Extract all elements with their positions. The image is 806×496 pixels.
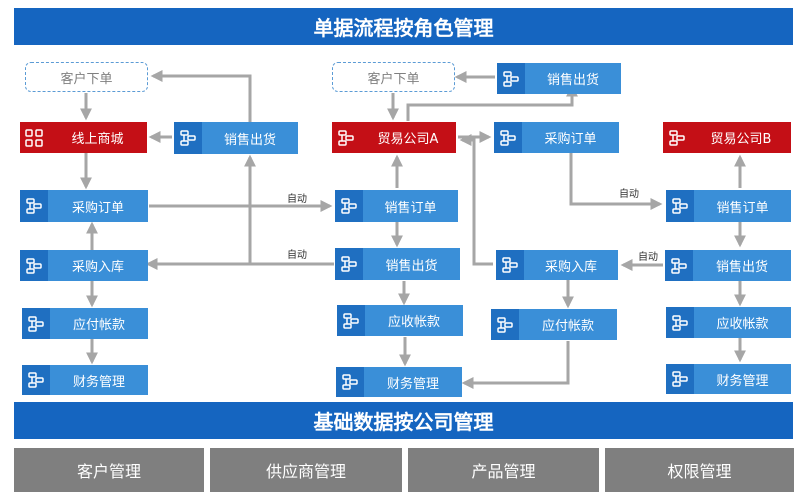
node-c1-purchase-in[interactable]: 采购入库: [20, 250, 148, 281]
node-label: 应收帐款: [365, 305, 463, 336]
bottom-banner: 基础数据按公司管理: [14, 402, 793, 439]
node-c2-sales-ship-top[interactable]: 销售出货: [497, 63, 621, 94]
flow-icon: [20, 190, 48, 222]
node-c3-purchase-order[interactable]: 采购订单: [494, 122, 619, 153]
node-label: 销售订单: [694, 190, 791, 222]
auto-label: 自动: [619, 189, 639, 200]
node-label: 财务管理: [694, 364, 791, 394]
node-label: 采购订单: [522, 122, 619, 153]
node-c3-payable[interactable]: 应付帐款: [491, 309, 617, 340]
node-c2-customer-order[interactable]: 客户下单: [332, 62, 455, 92]
flow-icon: [496, 250, 524, 280]
module-customer-management[interactable]: 客户管理: [14, 448, 204, 492]
node-c2-sales-ship[interactable]: 销售出货: [335, 248, 460, 280]
flow-icon: [336, 367, 364, 397]
node-label: 销售出货: [693, 250, 791, 281]
node-label: 财务管理: [364, 367, 462, 397]
arrow-c1-ship-to-order: [150, 70, 252, 124]
node-label: 销售出货: [202, 122, 298, 154]
arrow-a-to-top-ship: [406, 84, 578, 121]
node-c1-finance[interactable]: 财务管理: [22, 365, 148, 395]
flow-icon: [665, 250, 693, 281]
flow-icon: [494, 122, 522, 153]
flow-icon: [666, 190, 694, 222]
node-label: 采购入库: [48, 250, 148, 281]
auto-label: 自动: [287, 250, 307, 261]
flow-icon: [666, 307, 694, 338]
node-label: 财务管理: [50, 365, 148, 395]
top-banner: 单据流程按角色管理: [14, 8, 793, 45]
node-c3-purchase-in[interactable]: 采购入库: [496, 250, 618, 280]
flow-icon: [22, 308, 50, 339]
node-trading-company-a[interactable]: 贸易公司A: [332, 122, 456, 153]
module-product-management[interactable]: 产品管理: [408, 448, 599, 492]
flow-icon: [22, 365, 50, 395]
arrow-c3-payable-to-finance: [461, 341, 570, 389]
flow-icon: [20, 250, 48, 281]
node-label: 采购订单: [48, 190, 148, 222]
flow-icon: [497, 63, 525, 94]
flow-icon: [335, 190, 363, 222]
node-label: 采购入库: [524, 250, 618, 280]
flow-icon: [666, 364, 694, 394]
node-label: 应付帐款: [50, 308, 148, 339]
auto-label: 自动: [638, 252, 658, 263]
node-label: 线上商城: [48, 122, 147, 153]
flow-icon: [174, 122, 202, 154]
node-label: 销售订单: [363, 190, 458, 222]
node-label: 应付帐款: [519, 309, 617, 340]
node-c2-finance[interactable]: 财务管理: [336, 367, 462, 397]
node-c1-purchase-order[interactable]: 采购订单: [20, 190, 148, 222]
node-c4-sales-ship[interactable]: 销售出货: [665, 250, 791, 281]
node-trading-company-b[interactable]: 贸易公司B: [663, 122, 791, 153]
flow-icon: [337, 305, 365, 336]
grid-icon: [20, 122, 48, 153]
node-label: 贸易公司B: [691, 122, 791, 153]
node-c2-receivable[interactable]: 应收帐款: [337, 305, 463, 336]
node-label: 客户下单: [367, 71, 420, 87]
node-label: 销售出货: [363, 248, 460, 280]
flow-icon: [332, 122, 360, 153]
auto-label: 自动: [287, 194, 307, 205]
node-label: 客户下单: [60, 71, 113, 87]
node-c4-sales-order[interactable]: 销售订单: [666, 190, 791, 222]
flow-icon: [491, 309, 519, 340]
node-c1-online-mall[interactable]: 线上商城: [20, 122, 147, 153]
arrow-c3-purchase-to-salesorder: [569, 153, 663, 210]
node-c2-sales-order[interactable]: 销售订单: [335, 190, 458, 222]
module-supplier-management[interactable]: 供应商管理: [210, 448, 402, 492]
node-c4-receivable[interactable]: 应收帐款: [666, 307, 791, 338]
flow-icon: [663, 122, 691, 153]
node-c1-payable[interactable]: 应付帐款: [22, 308, 148, 339]
flow-icon: [335, 248, 363, 280]
arrow-c3in-to-a: [459, 134, 493, 266]
module-permission-management[interactable]: 权限管理: [605, 448, 794, 492]
node-c1-sales-ship[interactable]: 销售出货: [174, 122, 298, 154]
node-c1-customer-order[interactable]: 客户下单: [25, 62, 148, 92]
node-c4-finance[interactable]: 财务管理: [666, 364, 791, 394]
node-label: 销售出货: [525, 63, 621, 94]
node-label: 应收帐款: [694, 307, 791, 338]
node-label: 贸易公司A: [360, 122, 456, 153]
